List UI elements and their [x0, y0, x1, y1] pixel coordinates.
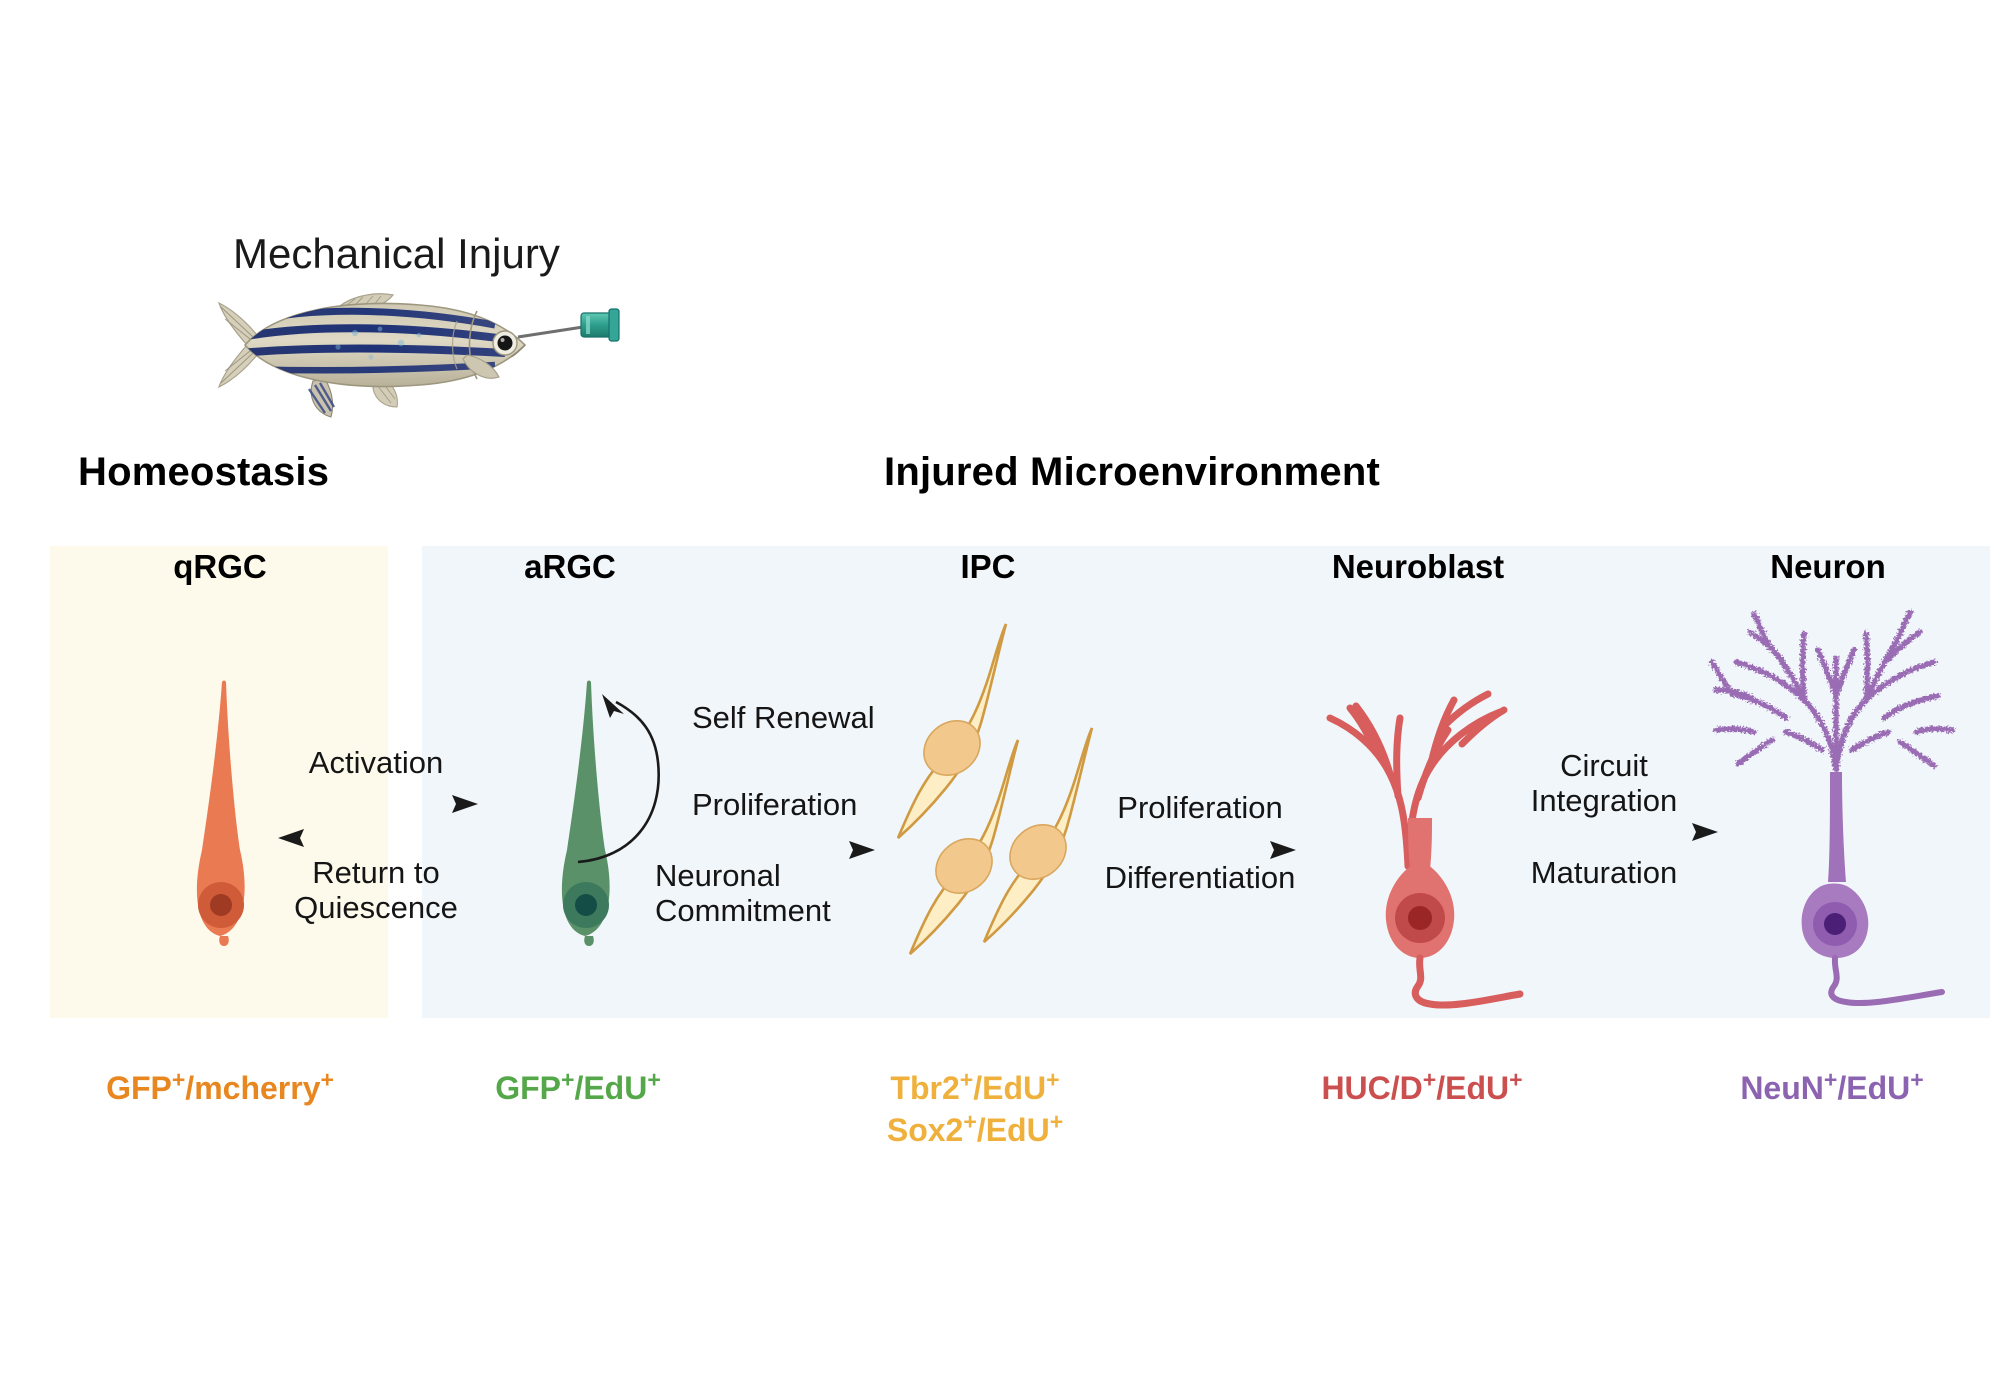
- circuit-line-2: Integration: [1530, 783, 1678, 819]
- marker-ipc-plus-1: +: [959, 1066, 974, 1093]
- transition-label-activation: Activation: [308, 745, 444, 780]
- marker-label-neuron: NeuN+/EdU+: [1740, 1068, 1923, 1110]
- arrow-right-icon-activation: [278, 795, 478, 813]
- transition-label-proliferation-2: Proliferation: [1117, 790, 1283, 825]
- marker-ipc-plus-3: +: [963, 1107, 977, 1134]
- transition-label-differentiation: Differentiation: [1104, 860, 1296, 895]
- neuroblast-cell-icon: [1326, 690, 1524, 1009]
- marker-nb-text-1: HUC/D: [1321, 1070, 1423, 1106]
- transition-label-maturation: Maturation: [1530, 855, 1678, 890]
- return-line-2: Quiescence: [294, 890, 458, 926]
- section-title-homeostasis: Homeostasis: [78, 450, 330, 494]
- active-radial-glia-cell-icon: [561, 680, 610, 946]
- marker-ipc-text-4: /EdU: [976, 1111, 1050, 1148]
- stage-title-qrgc: qRGC: [173, 548, 267, 585]
- marker-neuron-text-1: NeuN: [1740, 1070, 1824, 1106]
- marker-label-ipc: Tbr2+/EdU+ Sox2+/EdU+: [887, 1068, 1063, 1151]
- marker-nb-text-2: /EdU: [1436, 1070, 1510, 1106]
- marker-qrgc-plus-1: +: [171, 1066, 186, 1093]
- panel-injured-microenvironment: [422, 546, 1990, 1018]
- stage-title-neuron: Neuron: [1770, 548, 1886, 585]
- marker-qrgc-plus-2: +: [320, 1066, 334, 1093]
- mature-neuron-cell-icon: [1709, 609, 1955, 1007]
- marker-label-qrgc: GFP+/mcherry+: [106, 1068, 334, 1110]
- marker-ipc-line-1: Tbr2+/EdU+: [887, 1068, 1063, 1110]
- marker-ipc-text-2: /EdU: [973, 1070, 1047, 1106]
- transition-label-return-to-quiescence: Return to Quiescence: [294, 855, 458, 925]
- marker-argc-plus-1: +: [560, 1066, 575, 1093]
- marker-ipc-text-3: Sox2: [886, 1111, 964, 1148]
- marker-argc-text-1: GFP: [495, 1070, 561, 1106]
- transition-label-circuit-integration: Circuit Integration: [1531, 748, 1678, 818]
- transition-label-neuronal-commitment: Neuronal Commitment: [655, 858, 831, 928]
- marker-neuron-plus-1: +: [1823, 1066, 1838, 1093]
- return-line-1: Return to: [312, 855, 440, 890]
- marker-ipc-line-2: Sox2+/EdU+: [886, 1107, 1064, 1152]
- stage-title-argc: aRGC: [524, 548, 616, 585]
- marker-neuron-text-2: /EdU: [1837, 1070, 1911, 1106]
- marker-ipc-plus-4: +: [1049, 1107, 1064, 1134]
- curved-loop-arrow-icon-self-renewal: [577, 694, 660, 864]
- marker-nb-plus-2: +: [1509, 1066, 1523, 1093]
- quiescent-radial-glia-cell-icon: [196, 680, 245, 946]
- stage-title-ipc: IPC: [960, 548, 1016, 585]
- marker-ipc-plus-2: +: [1046, 1066, 1060, 1093]
- intermediate-progenitor-cell-icon: [896, 623, 1094, 955]
- marker-argc-plus-2: +: [647, 1066, 661, 1093]
- neuronal-line-1: Neuronal: [655, 858, 781, 893]
- arrow-right-icon-neuroblast-to-neuron: [1478, 823, 1718, 841]
- marker-ipc-text-1: Tbr2: [890, 1070, 960, 1106]
- arrow-left-icon-return-to-quiescence: [278, 829, 478, 847]
- arrow-right-icon-argc-to-ipc: [610, 841, 875, 859]
- mechanical-injury-label: Mechanical Injury: [233, 230, 560, 277]
- arrow-right-icon-ipc-to-neuroblast: [1108, 841, 1296, 859]
- transition-label-self-renewal: Self Renewal: [692, 700, 875, 735]
- neuronal-line-2: Commitment: [655, 893, 831, 929]
- marker-label-neuroblast: HUC/D+/EdU+: [1321, 1068, 1522, 1110]
- syringe-needle-icon: [580, 308, 620, 342]
- section-title-injured-microenvironment: Injured Microenvironment: [884, 450, 1380, 494]
- marker-qrgc-text-1: GFP: [106, 1070, 172, 1106]
- circuit-line-1: Circuit: [1560, 748, 1648, 783]
- marker-qrgc-text-2: /mcherry: [185, 1070, 321, 1106]
- marker-label-argc: GFP+/EdU+: [495, 1068, 661, 1110]
- stage-title-neuroblast: Neuroblast: [1331, 548, 1505, 585]
- transition-label-proliferation-1: Proliferation: [692, 787, 858, 822]
- marker-neuron-plus-2: +: [1910, 1066, 1924, 1093]
- zebrafish-icon: [217, 293, 620, 418]
- marker-nb-plus-1: +: [1422, 1066, 1437, 1093]
- marker-argc-text-2: /EdU: [574, 1070, 648, 1106]
